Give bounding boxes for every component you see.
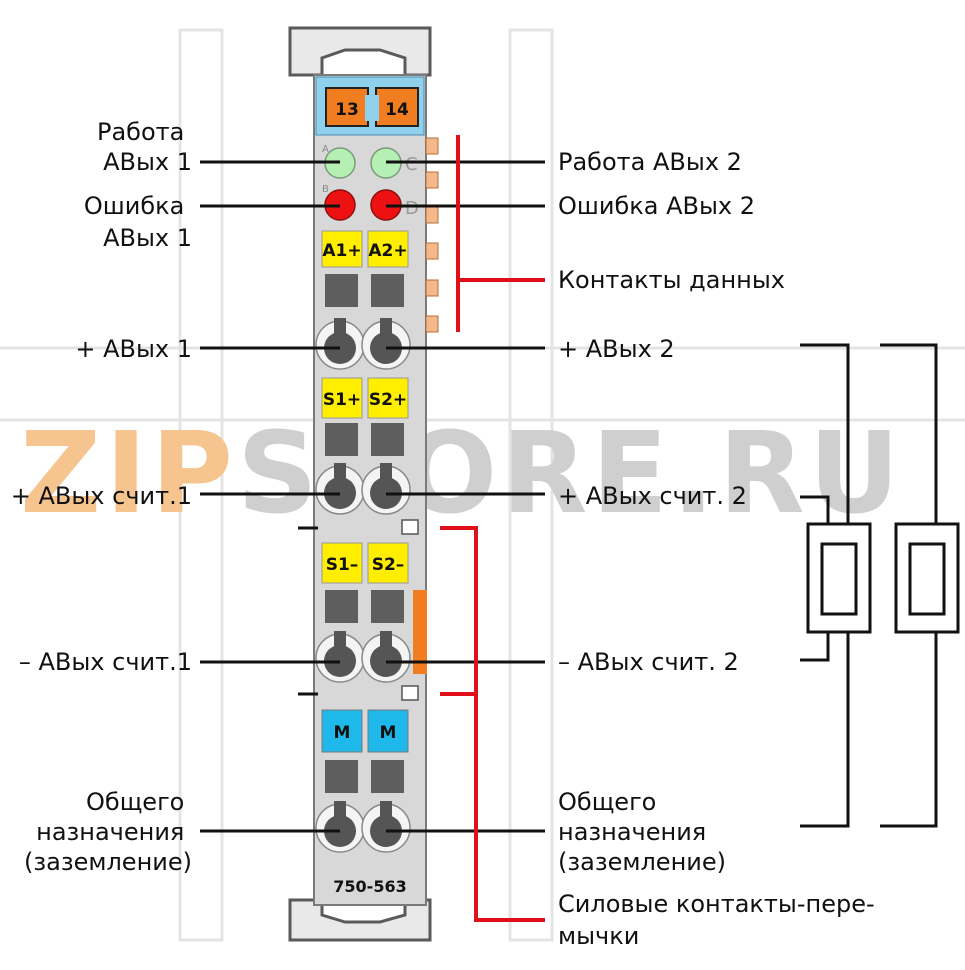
- release-slot-4a: [325, 760, 358, 793]
- badge-s1-minus: [321, 542, 363, 584]
- label-sense-plus-2: + АВых счит. 2: [558, 482, 747, 510]
- label-data-contacts: Контакты данных: [558, 266, 785, 294]
- label-ground-right: Общего назначения (заземление): [558, 788, 726, 876]
- label-14: 14: [385, 100, 409, 120]
- badge-a1-plus: [321, 230, 363, 268]
- release-slot-2a: [325, 423, 358, 456]
- red-brackets: [440, 135, 545, 922]
- label-power-jumper-contacts: Силовые контакты-пере- мычки: [558, 890, 882, 950]
- leader-lines: [200, 160, 545, 833]
- terminal-row-3: [315, 631, 411, 683]
- power-jumper-orange: [413, 590, 427, 674]
- label-error-output-2: Ошибка АВых 2: [558, 192, 755, 220]
- badge-s1-minus-text: S1–: [326, 555, 359, 575]
- label-plus-output-1: + АВых 1: [75, 335, 192, 363]
- led-letter-a: A: [322, 144, 329, 155]
- release-slot-1a: [325, 274, 358, 307]
- model-number: 750-563: [333, 877, 406, 896]
- din-clip-top: [288, 26, 432, 77]
- badge-s2-plus-text: S2+: [369, 390, 407, 410]
- label-error-output-1: Ошибка АВых 1: [84, 192, 192, 252]
- data-contact-tabs: [425, 137, 439, 333]
- label-connector: [365, 95, 379, 121]
- badge-s2-minus: [367, 542, 409, 584]
- release-slot-3b: [371, 590, 404, 623]
- label-run-output-2: Работа АВых 2: [558, 148, 742, 176]
- terminal-module: 13 14 A B C D A1+ A2+: [288, 26, 439, 942]
- badge-s1-plus-text: S1+: [323, 390, 361, 410]
- jumper-slot-1: [401, 519, 419, 535]
- label-run-output-1: Работа АВых 1: [97, 118, 192, 176]
- external-wiring: [800, 343, 938, 828]
- terminal-row-4: [315, 801, 411, 853]
- watermark-part-zip: ZIP: [20, 409, 237, 539]
- release-slot-2b: [371, 423, 404, 456]
- badge-s2-minus-text: S2–: [372, 555, 405, 575]
- label-13: 13: [335, 100, 359, 120]
- badge-m-1-text: M: [334, 723, 351, 743]
- release-slot-3a: [325, 590, 358, 623]
- led-letter-b: B: [322, 184, 329, 195]
- badge-s1-plus: [321, 377, 363, 419]
- jumper-slot-2: [401, 685, 419, 701]
- badge-a2-plus-text: A2+: [368, 241, 407, 261]
- label-sense-minus-1: – АВых счит.1: [19, 648, 192, 676]
- led-letter-d: D: [405, 198, 419, 219]
- badge-m-1: [321, 709, 363, 753]
- release-slot-1b: [371, 274, 404, 307]
- badge-a1-plus-text: A1+: [322, 241, 361, 261]
- label-plus-output-2: + АВых 2: [558, 335, 675, 363]
- din-clip-bottom: [288, 898, 432, 942]
- watermark-text: ZIPSTORE.RU: [20, 409, 904, 539]
- resistor-1: [806, 522, 872, 634]
- badge-m-2-text: M: [380, 723, 397, 743]
- led-letter-c: C: [405, 154, 418, 175]
- badge-m-2: [367, 709, 409, 753]
- resistor-2: [894, 522, 960, 634]
- badge-a2-plus: [367, 230, 409, 268]
- release-slot-4b: [371, 760, 404, 793]
- label-sense-plus-1: + АВых счит.1: [11, 482, 192, 510]
- label-ground-left: Общего назначения (заземление): [24, 788, 192, 876]
- label-sense-minus-2: – АВых счит. 2: [558, 648, 739, 676]
- label-14-tag: [375, 87, 419, 127]
- badge-s2-plus: [367, 377, 409, 419]
- terminal-row-2: [315, 463, 411, 515]
